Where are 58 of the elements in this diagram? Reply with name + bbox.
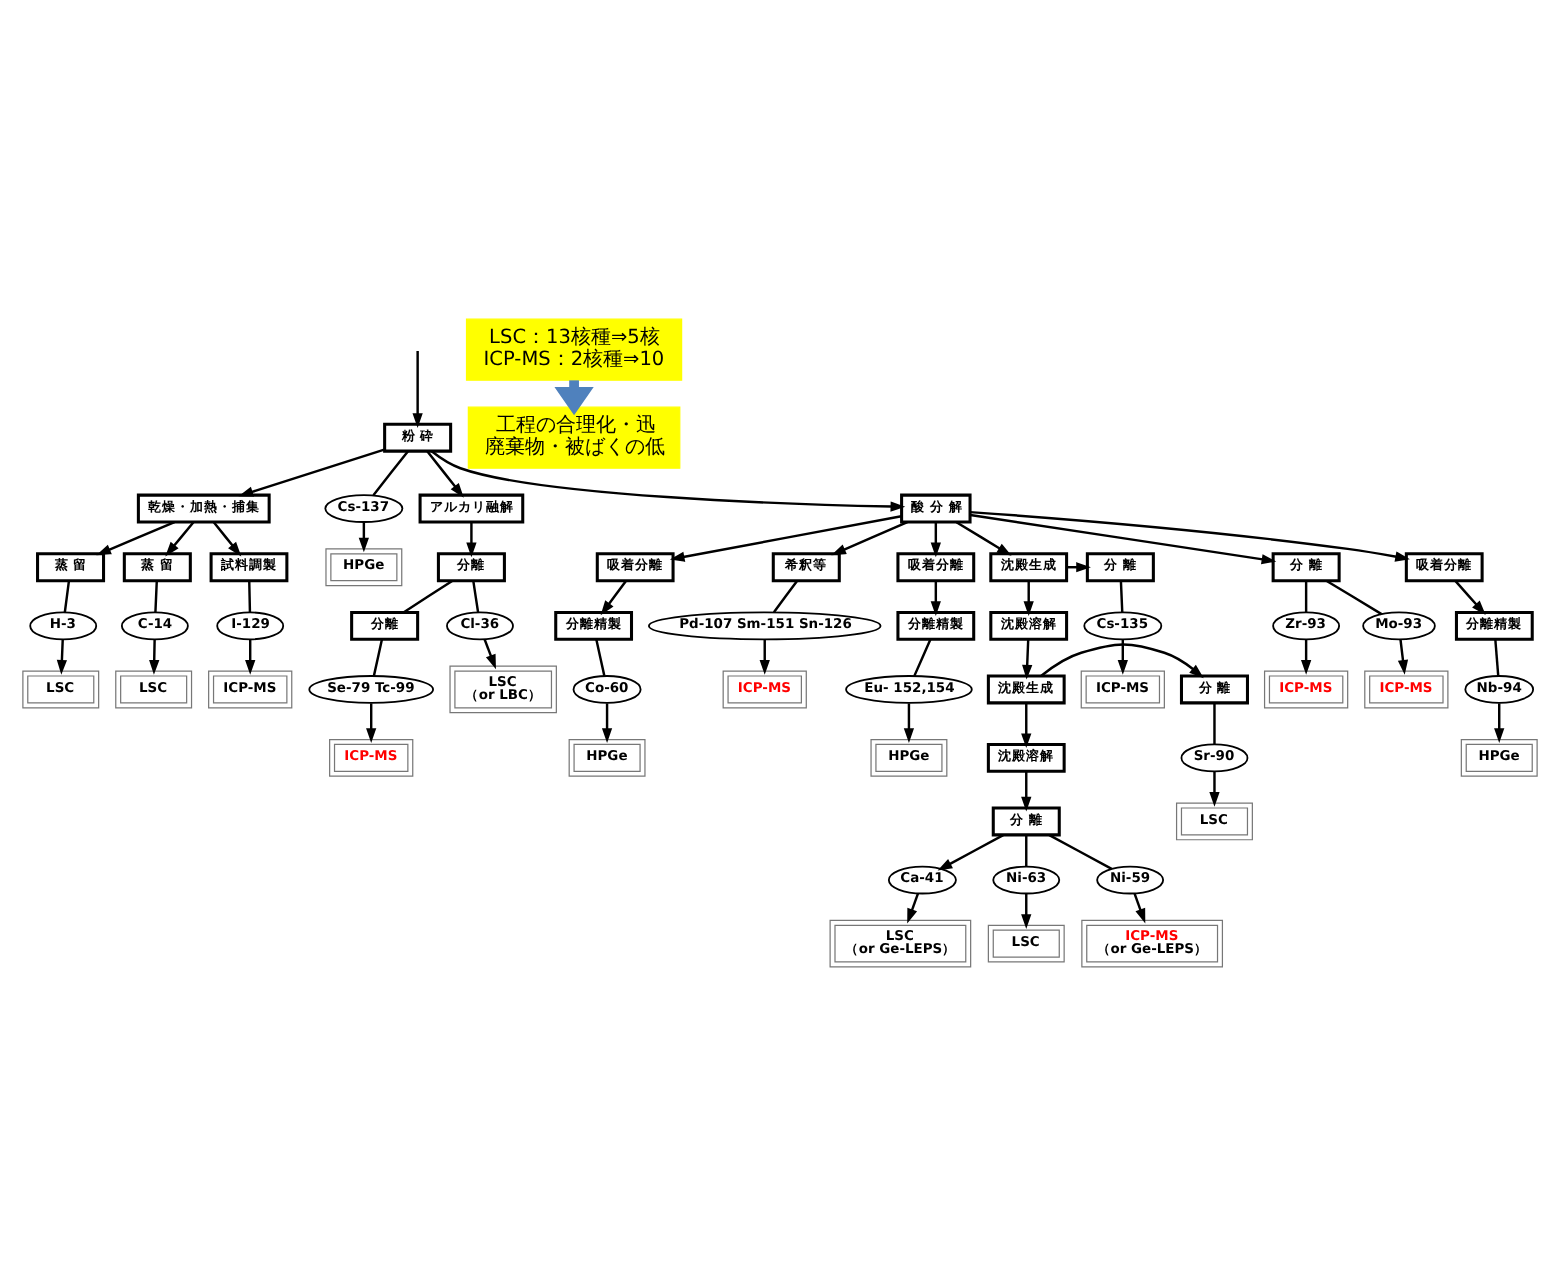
arrow xyxy=(969,513,1276,565)
node-box: 工程の合理化・迅 廃棄物・被ばくの低 xyxy=(466,406,680,469)
arrow xyxy=(668,515,901,562)
arrow xyxy=(1022,580,1033,616)
arrow xyxy=(95,521,174,556)
connector xyxy=(1325,579,1382,616)
connector xyxy=(1024,835,1027,867)
arrow xyxy=(164,521,194,557)
connector xyxy=(1212,703,1215,745)
arrow xyxy=(758,639,769,675)
arrow xyxy=(365,703,376,743)
arrow xyxy=(902,703,914,743)
node-box: LSC：13核種⇒5核 ICP-MS：2核種⇒10 xyxy=(464,318,682,381)
connector xyxy=(1047,834,1112,870)
connector xyxy=(771,580,798,613)
arrow xyxy=(1453,580,1485,615)
arrow xyxy=(906,893,919,924)
connector xyxy=(1303,580,1307,613)
arrow xyxy=(411,350,422,428)
arrow xyxy=(600,703,612,743)
arrow xyxy=(237,448,384,497)
arrow xyxy=(1208,771,1219,807)
arrow xyxy=(1493,703,1504,743)
connector xyxy=(594,639,605,677)
connector xyxy=(1493,639,1499,676)
arrow xyxy=(425,450,463,498)
arrow xyxy=(599,580,626,616)
arrow xyxy=(969,510,1409,562)
connector xyxy=(1118,580,1123,613)
arrow xyxy=(244,639,255,675)
arrow xyxy=(148,639,159,675)
arrow xyxy=(929,522,940,558)
connector xyxy=(471,580,479,613)
arrow xyxy=(211,521,241,557)
arrow xyxy=(929,580,940,616)
arrow xyxy=(936,834,1003,871)
connector xyxy=(402,579,452,614)
arrow xyxy=(1020,893,1031,929)
connector xyxy=(247,580,251,613)
arrow xyxy=(482,639,495,670)
connector xyxy=(371,639,383,677)
arrow xyxy=(1020,771,1031,812)
arrow xyxy=(1039,643,1203,679)
arrow xyxy=(830,521,907,556)
connector xyxy=(371,450,408,496)
arrow xyxy=(429,450,905,512)
arrow xyxy=(954,521,1011,556)
arrow xyxy=(1300,639,1311,675)
arrow xyxy=(1132,893,1145,924)
arrow xyxy=(1021,639,1032,680)
arrow xyxy=(55,639,67,675)
connector xyxy=(912,639,931,677)
arrow xyxy=(1020,703,1031,749)
connector xyxy=(153,580,157,613)
arrow xyxy=(465,522,476,558)
connector xyxy=(62,580,70,613)
arrow xyxy=(1396,639,1408,675)
arrow xyxy=(1116,639,1127,675)
